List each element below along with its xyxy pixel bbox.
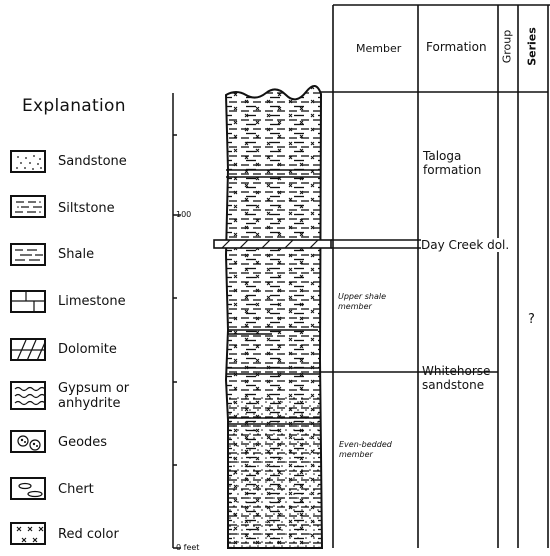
gypsum-label: Gypsum or	[58, 381, 130, 396]
series-header: Series	[525, 27, 539, 66]
member-header: Member	[356, 42, 402, 55]
gypsum-legend-icon	[10, 381, 46, 410]
sandstone-label: Sandstone	[58, 154, 127, 169]
shale-label: Shale	[58, 247, 95, 262]
formation-header: Formation	[426, 40, 487, 54]
upper-shale-member-label: Upper shale member	[338, 292, 387, 311]
day-creek-label: Day Creek dol.	[421, 238, 511, 252]
even-bedded-member-label: Even-bedded member	[339, 440, 392, 459]
series-question-mark: ?	[528, 312, 535, 327]
chert-label: Chert	[58, 482, 94, 497]
dolomite-legend-icon	[10, 338, 46, 361]
limestone-label: Limestone	[58, 294, 126, 309]
taloga-formation-label: Taloga formation	[423, 149, 482, 177]
scale-label-0: 0 feet	[176, 543, 200, 552]
group-header: Group	[500, 29, 514, 64]
anhydrite-label: anhydrite	[58, 396, 121, 411]
explanation-title: Explanation	[22, 96, 126, 116]
red-color-label: Red color	[58, 527, 119, 542]
red-color-legend-icon	[10, 522, 46, 545]
scale-label-100: 100	[176, 210, 192, 219]
geodes-legend-icon	[10, 430, 46, 453]
shale-legend-icon	[10, 243, 46, 266]
siltstone-label: Siltstone	[58, 201, 115, 216]
siltstone-legend-icon	[10, 195, 46, 218]
limestone-legend-icon	[10, 290, 46, 313]
whitehorse-formation-label: Whitehorse sandstone	[422, 364, 491, 392]
dolomite-label: Dolomite	[58, 342, 117, 357]
geodes-label: Geodes	[58, 435, 108, 450]
sandstone-legend-icon	[10, 150, 46, 173]
chert-legend-icon	[10, 477, 46, 500]
